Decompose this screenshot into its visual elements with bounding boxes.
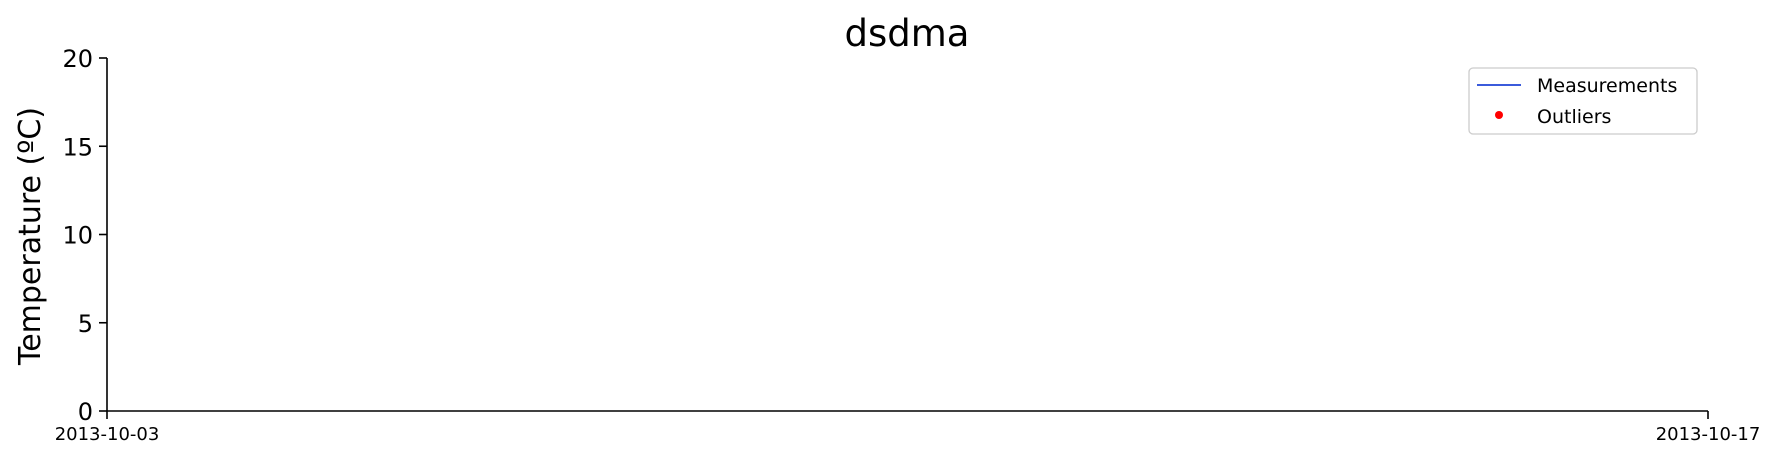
y-axis-label: Temperature (ºC) — [13, 107, 48, 366]
y-tick-label: 20 — [62, 45, 93, 73]
x-ticks: 2013-10-03 2013-10-17 — [55, 411, 1761, 445]
y-tick-label: 5 — [78, 310, 93, 338]
y-ticks: 0 5 10 15 20 — [62, 45, 107, 426]
legend-box — [1468, 67, 1698, 135]
y-tick-label: 15 — [62, 133, 93, 161]
legend: Measurements Outliers — [1468, 67, 1698, 135]
y-tick-label: 10 — [62, 222, 93, 250]
chart-title: dsdma — [845, 12, 970, 55]
legend-outliers-label: Outliers — [1537, 106, 1611, 128]
legend-measurements-label: Measurements — [1537, 75, 1677, 97]
x-tick-label: 2013-10-03 — [55, 424, 160, 445]
y-tick-label: 0 — [78, 398, 93, 426]
legend-outliers-marker — [1495, 111, 1503, 119]
plot-area: 0 5 10 15 20 2013-10-03 2013-10-17 — [55, 45, 1761, 445]
x-tick-label: 2013-10-17 — [1656, 424, 1761, 445]
